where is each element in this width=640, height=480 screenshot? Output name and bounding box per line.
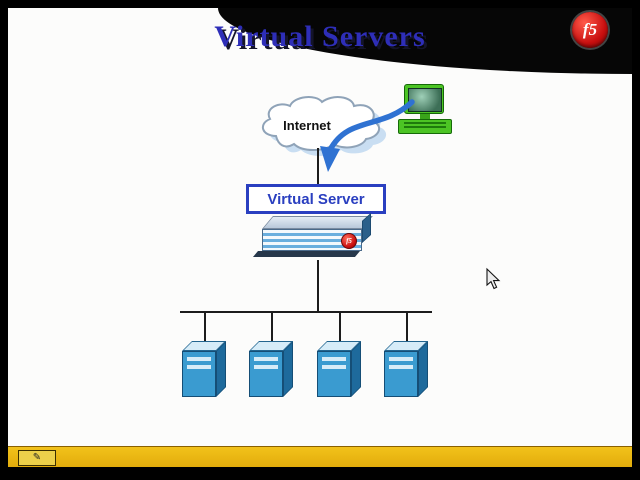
connector-bus-to-server — [338, 313, 341, 341]
server-item — [382, 313, 432, 399]
vent-stripe — [321, 365, 346, 369]
f5-badge-icon: f5 — [341, 233, 357, 249]
server-icon — [316, 341, 363, 399]
server-side-face — [216, 341, 226, 397]
f5-logo-icon: f5 — [572, 12, 608, 48]
server-icon — [383, 341, 430, 399]
server-front-face — [383, 351, 418, 397]
vent-stripe — [187, 357, 211, 361]
appliance-base-shadow — [252, 251, 360, 257]
virtual-server-label: Virtual Server — [267, 190, 365, 208]
pencil-icon: ✎ — [32, 452, 42, 463]
mouse-cursor — [486, 267, 501, 290]
internet-label: Internet — [283, 118, 331, 133]
vent-slot — [404, 126, 446, 128]
vent-slot — [404, 122, 446, 124]
server-side-face — [350, 341, 361, 397]
traffic-arrow-icon — [320, 99, 415, 172]
server-side-face — [417, 341, 428, 397]
arrow-curve — [327, 99, 415, 153]
connector-appliance-to-bus — [317, 260, 319, 313]
virtual-server-box: Virtual Server — [246, 184, 386, 214]
connector-bus-to-server — [405, 313, 408, 341]
cpu-box — [398, 119, 452, 134]
server-front-face — [182, 351, 216, 397]
vent-stripe — [388, 357, 413, 361]
server-item — [180, 313, 230, 399]
network-bus-line — [180, 311, 432, 313]
f5-badge-text: f5 — [346, 237, 352, 245]
server-item — [315, 313, 365, 399]
appliance-front-face: f5 — [262, 229, 362, 251]
slide-title: Virtual Servers — [214, 20, 426, 53]
bigip-appliance-icon: f5 — [252, 212, 374, 262]
server-front-face — [316, 351, 351, 397]
server-front-face — [249, 351, 284, 397]
server-row — [180, 313, 432, 399]
appliance-top-face — [262, 216, 373, 229]
cursor-arrow — [486, 267, 501, 290]
connector-cloud-to-vs — [317, 148, 319, 186]
arrow-head — [320, 146, 340, 172]
monitor-stand — [420, 114, 430, 119]
server-icon — [182, 341, 228, 399]
server-item — [247, 313, 297, 399]
presenter-toolbar: ✎ — [8, 446, 632, 467]
vent-stripe — [254, 357, 279, 361]
connector-bus-to-server — [204, 313, 206, 341]
connector-bus-to-server — [271, 313, 274, 341]
annotation-pen-button[interactable]: ✎ — [18, 450, 56, 466]
server-icon — [249, 341, 295, 399]
vent-stripe — [388, 365, 413, 369]
vent-stripe — [321, 357, 346, 361]
vent-stripe — [187, 365, 211, 369]
slide-canvas: Virtual Servers f5 Internet Virtual Serv… — [8, 8, 632, 446]
f5-logo-text: f5 — [582, 20, 598, 39]
server-side-face — [283, 341, 294, 397]
cloud-shape — [261, 96, 381, 151]
internet-cloud-icon — [261, 96, 387, 156]
vent-stripe — [254, 365, 279, 369]
